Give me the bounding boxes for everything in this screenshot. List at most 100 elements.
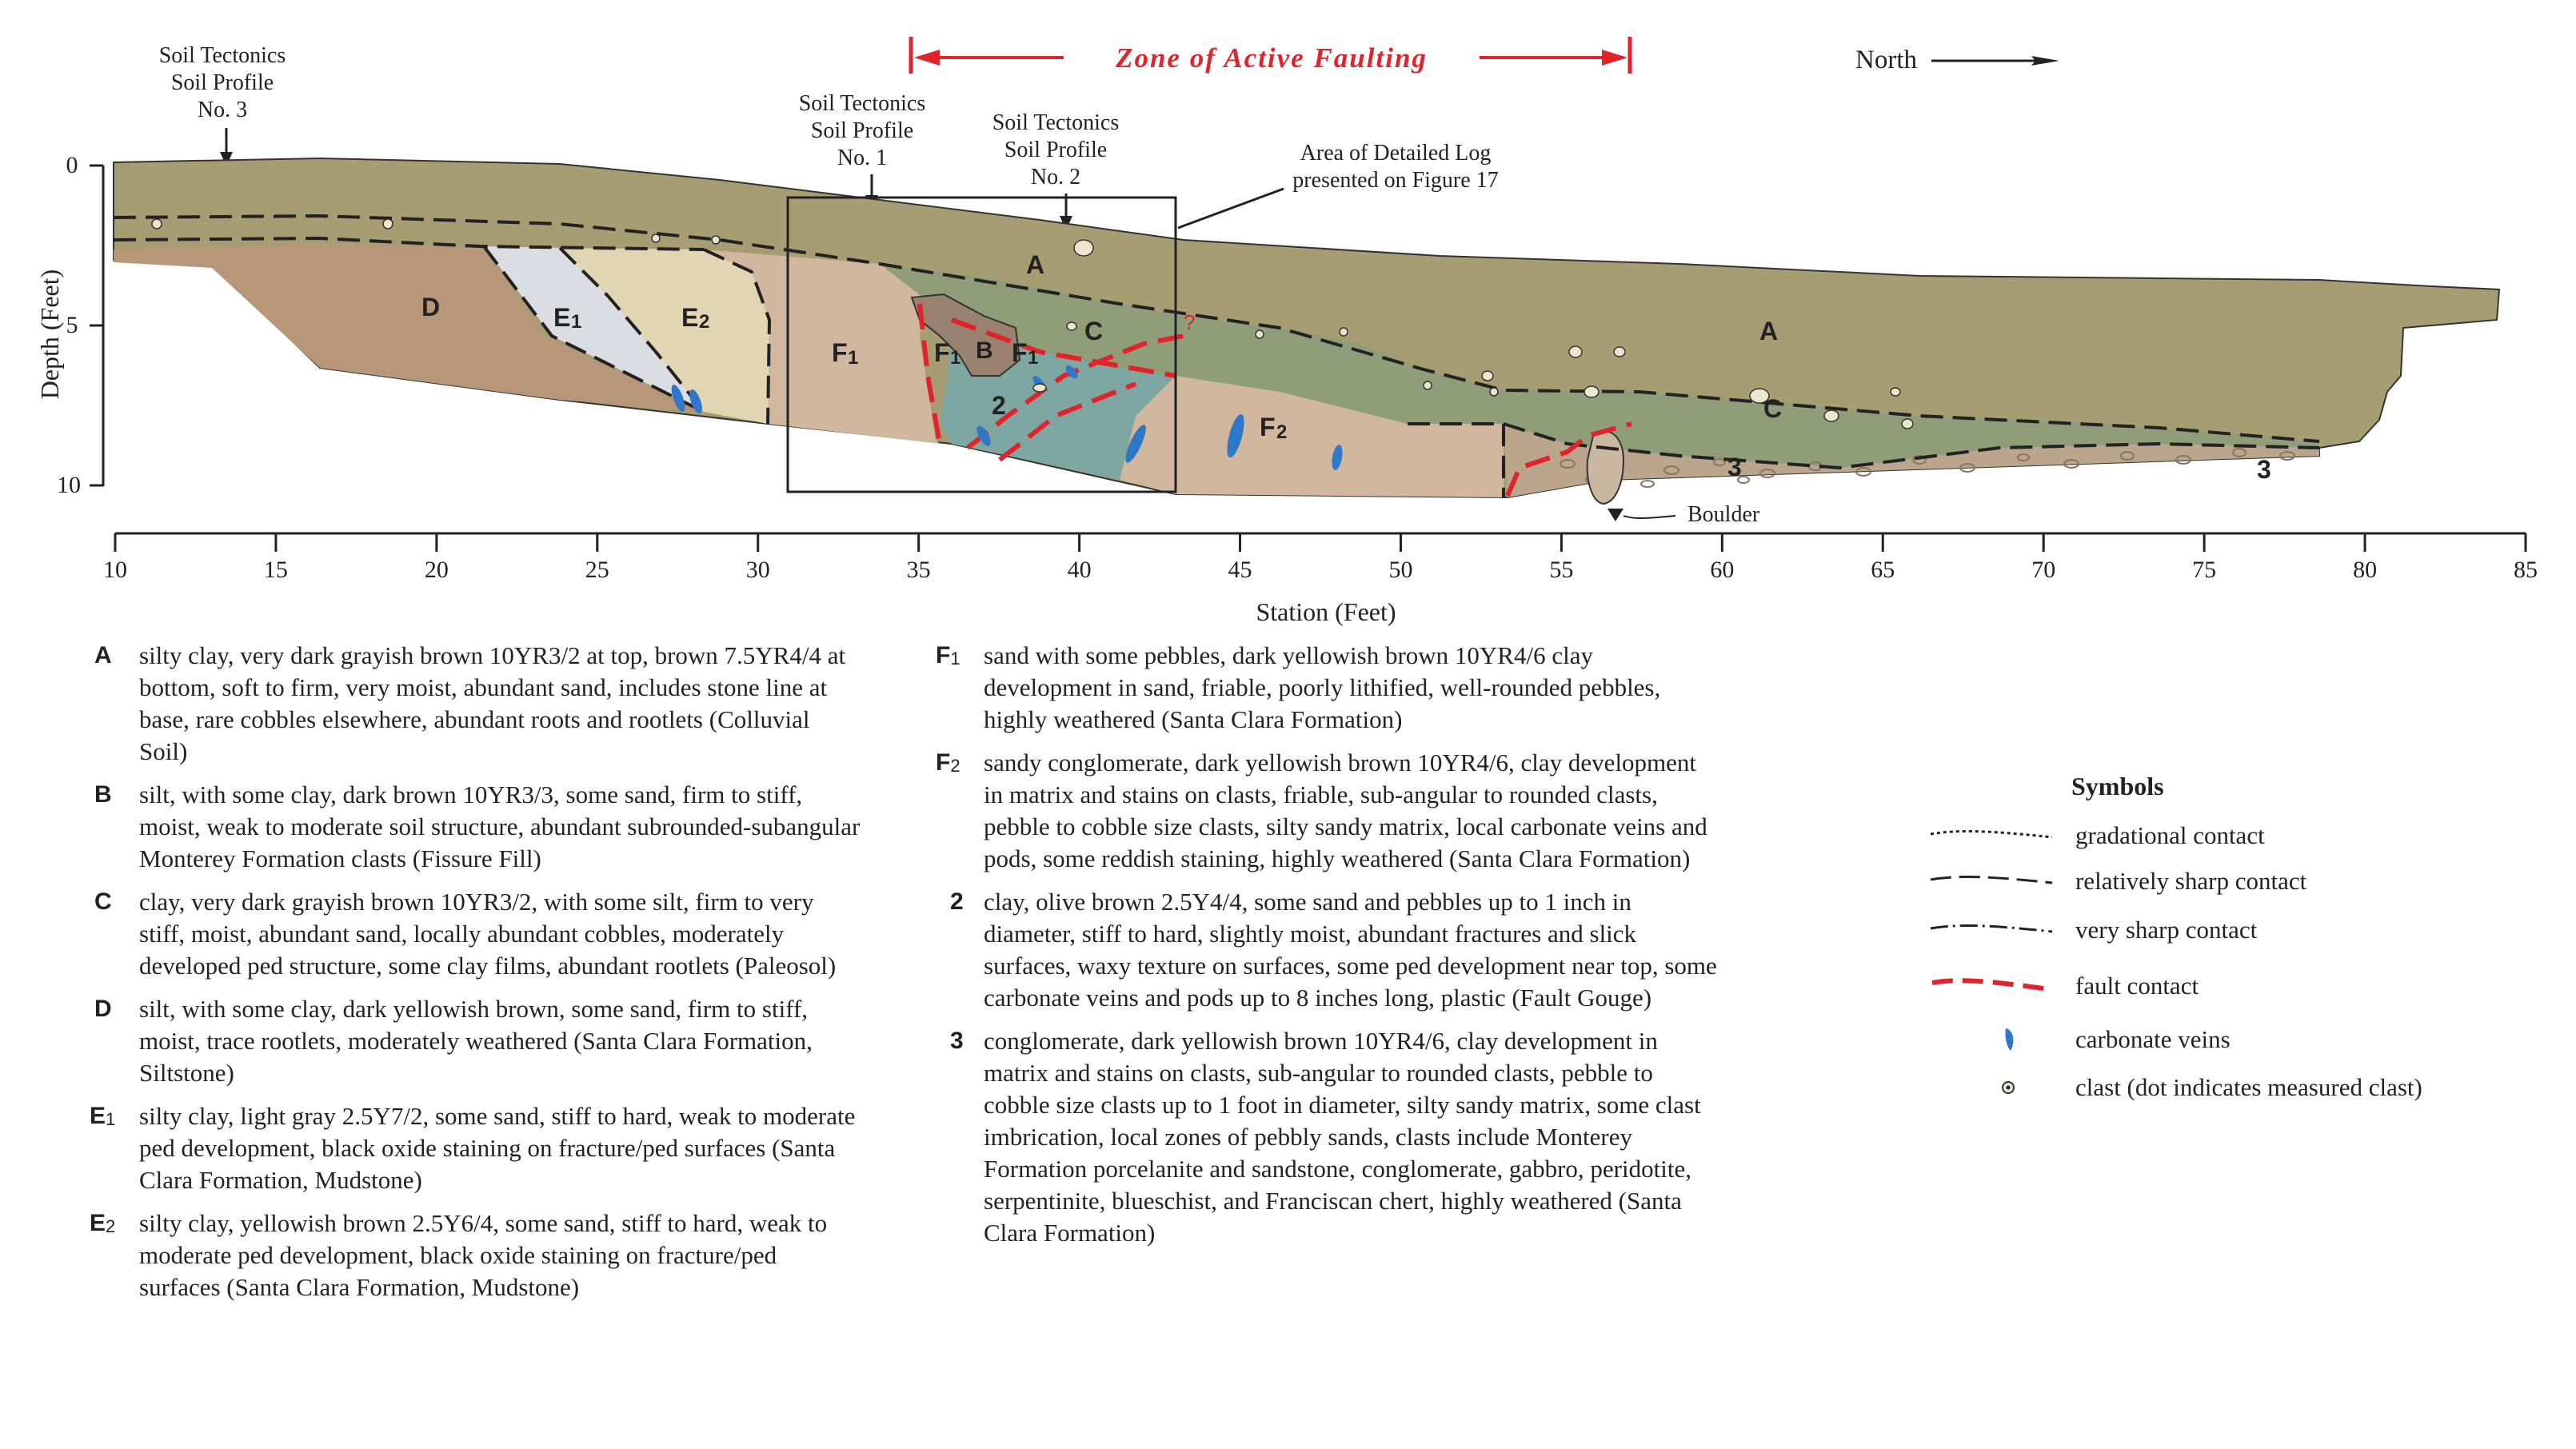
zone-of-active-faulting: Zone of Active Faulting xyxy=(909,37,1632,74)
e2-f1-contact xyxy=(703,248,772,425)
legend-code-a-text: A xyxy=(94,642,112,669)
legend-entry-a: A silty clay, very dark grayish brown 10… xyxy=(94,640,862,768)
unit-label-f1-right: F 1 xyxy=(1012,338,1038,369)
legend-desc-f1: sand with some pebbles, dark yellowish b… xyxy=(984,641,1661,733)
x-tick-label-25: 25 xyxy=(585,557,609,583)
c-lower-contact xyxy=(1408,422,2320,470)
legend-code-c: C xyxy=(94,886,139,918)
legend-code-e1: E1 xyxy=(90,1100,134,1136)
legend-desc-e1: silty clay, light gray 2.5Y7/2, some san… xyxy=(139,1102,856,1194)
fault-2 xyxy=(950,317,1176,378)
e1-e2-contact xyxy=(558,246,705,413)
legend-code-d-text: D xyxy=(94,996,112,1022)
zone-label: Zone of Active Faulting xyxy=(1115,42,1428,74)
legend-code-2-text: 2 xyxy=(950,888,964,915)
clast-icon xyxy=(2002,1081,2015,1094)
soil-profile-2-label: Soil Tectonics Soil Profile No. 2 xyxy=(992,110,1120,230)
fault-4 xyxy=(998,381,1137,462)
dashed-line-icon xyxy=(1930,876,2053,884)
fault-1 xyxy=(917,303,942,445)
legend-code-a: A xyxy=(94,640,139,672)
measured-clasts xyxy=(151,218,1499,397)
y-tick-label-10: 10 xyxy=(57,472,81,498)
symbol-fault-contact: fault contact xyxy=(1927,970,2551,1002)
x-tick-label-35: 35 xyxy=(907,557,931,583)
legend-entry-f1: F1 sand with some pebbles, dark yellowis… xyxy=(936,640,1719,736)
x-axis-title: Station (Feet) xyxy=(1256,597,1396,626)
legend-entry-3: 3 conglomerate, dark yellowish brown 10Y… xyxy=(936,1025,1719,1249)
profile-1-line3: No. 1 xyxy=(837,146,887,170)
profile-3-line1: Soil Tectonics xyxy=(159,43,286,68)
unit-f2-main: F xyxy=(1260,413,1276,441)
legend-desc-3: conglomerate, dark yellowish brown 10YR4… xyxy=(984,1027,1701,1247)
legend-desc-d: silt, with some clay, dark yellowish bro… xyxy=(139,995,813,1087)
symbol-gradational: gradational contact xyxy=(1927,820,2551,852)
fault-5 xyxy=(1505,421,1632,497)
y-axis-title: Depth (Feet) xyxy=(35,269,64,400)
unit-f1-right-sub: 1 xyxy=(1028,347,1038,369)
profile-2-line1: Soil Tectonics xyxy=(992,110,1120,135)
legend-code-2: 2 xyxy=(950,886,995,918)
legend-entry-e2: E2 silty clay, yellowish brown 2.5Y6/4, … xyxy=(90,1208,862,1303)
boulder-label: Boulder xyxy=(1687,502,1760,527)
unit-label-a-left: A xyxy=(1026,250,1044,279)
unit-e1-fill xyxy=(484,246,704,412)
legend-code-f1-sub: 1 xyxy=(950,649,961,669)
legend-right-column: F1 sand with some pebbles, dark yellowis… xyxy=(936,640,1719,1260)
legend-code-3: 3 xyxy=(950,1025,995,1057)
unit-f2-sub: 2 xyxy=(1276,421,1287,443)
zone-left-arrowhead xyxy=(914,50,940,66)
legend-desc-c: clay, very dark grayish brown 10YR3/2, w… xyxy=(139,888,837,980)
fault-query-mark: ? xyxy=(1184,310,1195,334)
symbol-relatively-sharp-label: relatively sharp contact xyxy=(2075,867,2307,895)
legend-code-f2-text: F xyxy=(936,749,951,776)
unit-e2-sub: 2 xyxy=(699,311,709,333)
north-arrow: North xyxy=(1855,46,2059,74)
profile-3-arrowhead-icon xyxy=(220,152,233,166)
unit-e1-main: E xyxy=(553,303,570,332)
x-tick-label-20: 20 xyxy=(425,557,449,583)
symbol-clast-label: clast (dot indicates measured clast) xyxy=(2075,1073,2422,1101)
x-tick-label-10: 10 xyxy=(103,557,127,583)
profile-2-line2: Soil Profile xyxy=(1004,138,1107,162)
legend-code-e2-sub: 2 xyxy=(106,1216,116,1236)
boulder-leader xyxy=(1623,515,1676,520)
unit-d-fill xyxy=(114,244,704,412)
unit-label-3-left: 3 xyxy=(1727,453,1742,481)
symbol-relatively-sharp: relatively sharp contact xyxy=(1927,865,2551,897)
x-tick-label-15: 15 xyxy=(264,557,288,583)
x-tick-label-65: 65 xyxy=(1871,557,1895,583)
unit-label-e2: E 2 xyxy=(681,303,709,333)
unit-label-f1-mid: F 1 xyxy=(934,338,961,369)
detailed-log-note: Area of Detailed Log presented on Figure… xyxy=(1177,141,1499,230)
legend-code-e1-sub: 1 xyxy=(106,1109,116,1129)
north-arrowhead-icon xyxy=(2031,56,2059,66)
unit-b-fill xyxy=(910,293,1021,377)
unit-label-f2: F 2 xyxy=(1260,413,1287,443)
legend-code-e2-text: E xyxy=(90,1210,106,1236)
legend-code-f2: F2 xyxy=(936,747,980,782)
symbols-title: Symbols xyxy=(2071,772,2164,800)
boulder-shape xyxy=(1586,430,1625,505)
legend-entry-d: D silt, with some clay, dark yellowish b… xyxy=(94,993,862,1089)
symbol-gradational-label: gradational contact xyxy=(2075,821,2265,849)
profile-3-line3: No. 3 xyxy=(198,98,247,122)
soil-profile-1-label: Soil Tectonics Soil Profile No. 1 xyxy=(799,91,925,210)
y-tick-label-0: 0 xyxy=(66,152,78,178)
red-dashed-line-icon xyxy=(1931,978,2050,992)
a-c-contact xyxy=(879,262,2320,443)
unit-f1-main: F xyxy=(832,338,848,367)
symbol-carbonate-veins-label: carbonate veins xyxy=(2075,1025,2231,1053)
legend-entry-e1: E1 silty clay, light gray 2.5Y7/2, some … xyxy=(90,1100,862,1196)
detail-note-leader xyxy=(1177,187,1284,230)
legend-code-f2-sub: 2 xyxy=(950,756,961,776)
legend-code-f1: F1 xyxy=(936,640,980,675)
legend-entry-b: B silt, with some clay, dark brown 10YR3… xyxy=(94,779,862,875)
unit-f1-mid-sub: 1 xyxy=(950,347,961,369)
symbol-very-sharp-label: very sharp contact xyxy=(2075,916,2258,944)
x-tick-label-40: 40 xyxy=(1068,557,1092,583)
y-tick-label-5: 5 xyxy=(66,312,78,338)
